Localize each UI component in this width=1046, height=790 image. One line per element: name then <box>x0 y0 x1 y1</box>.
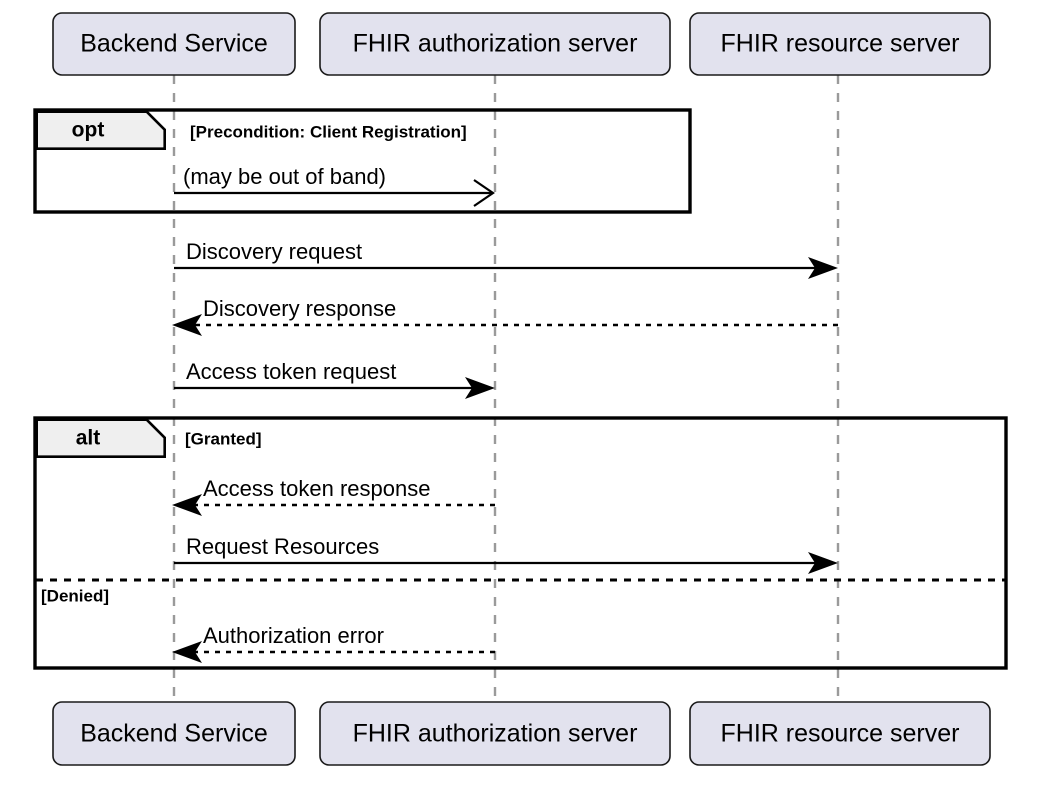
arrowhead-filled-icon <box>172 494 202 516</box>
message-discovery-response: Discovery response <box>172 296 838 336</box>
participant-label: FHIR resource server <box>721 720 960 748</box>
alt-fragment: alt [Granted] [Denied] <box>33 416 1008 670</box>
alt-fragment-operator: alt <box>76 427 101 450</box>
opt-fragment-tab <box>35 110 166 150</box>
arrowhead-filled-icon <box>465 377 495 399</box>
alt-fragment-border <box>33 416 1008 670</box>
opt-fragment-operator: opt <box>72 119 105 142</box>
message-discovery-request: Discovery request <box>174 239 838 279</box>
participant-backend-bottom[interactable]: Backend Service <box>52 701 296 766</box>
message-label: Authorization error <box>203 623 384 648</box>
alt-fragment-tab <box>35 418 166 458</box>
participant-auth-top[interactable]: FHIR authorization server <box>319 12 671 76</box>
message-label: (may be out of band) <box>183 164 386 189</box>
arrowhead-filled-icon <box>808 257 838 279</box>
message-label: Access token response <box>203 476 430 501</box>
participant-box[interactable] <box>52 12 296 76</box>
message-request-resources: Request Resources <box>174 534 838 574</box>
opt-fragment-border <box>33 108 692 214</box>
participant-box[interactable] <box>689 701 991 766</box>
message-label: Access token request <box>186 359 396 384</box>
participant-auth-bottom[interactable]: FHIR authorization server <box>319 701 671 766</box>
participant-box[interactable] <box>52 701 296 766</box>
participant-label: Backend Service <box>80 30 268 58</box>
alt-fragment-guard-granted: [Granted] <box>185 429 262 448</box>
participant-label: Backend Service <box>80 720 268 748</box>
participants-top: Backend Service FHIR authorization serve… <box>52 12 991 76</box>
message-label: Discovery response <box>203 296 396 321</box>
opt-fragment: opt [Precondition: Client Registration] <box>33 108 692 214</box>
arrowhead-open-icon <box>473 179 495 207</box>
message-may-be-out-of-band: (may be out of band) <box>174 164 495 207</box>
opt-fragment-guard: [Precondition: Client Registration] <box>190 122 467 141</box>
participant-box[interactable] <box>319 701 671 766</box>
message-label: Request Resources <box>186 534 379 559</box>
alt-fragment-guard-denied: [Denied] <box>41 586 109 605</box>
participant-box[interactable] <box>689 12 991 76</box>
message-authorization-error: Authorization error <box>172 623 495 663</box>
participant-label: FHIR authorization server <box>353 30 638 58</box>
participant-resource-top[interactable]: FHIR resource server <box>689 12 991 76</box>
arrowhead-filled-icon <box>172 641 202 663</box>
participant-box[interactable] <box>319 12 671 76</box>
messages-group: (may be out of band) Discovery request D… <box>172 164 838 663</box>
message-label: Discovery request <box>186 239 362 264</box>
participant-backend-top[interactable]: Backend Service <box>52 12 296 76</box>
participants-bottom: Backend Service FHIR authorization serve… <box>52 701 991 766</box>
participant-label: FHIR resource server <box>721 30 960 58</box>
participant-label: FHIR authorization server <box>353 720 638 748</box>
arrowhead-filled-icon <box>808 552 838 574</box>
arrowhead-filled-icon <box>172 314 202 336</box>
participant-resource-bottom[interactable]: FHIR resource server <box>689 701 991 766</box>
message-access-token-response: Access token response <box>172 476 495 516</box>
message-access-token-request: Access token request <box>174 359 495 399</box>
